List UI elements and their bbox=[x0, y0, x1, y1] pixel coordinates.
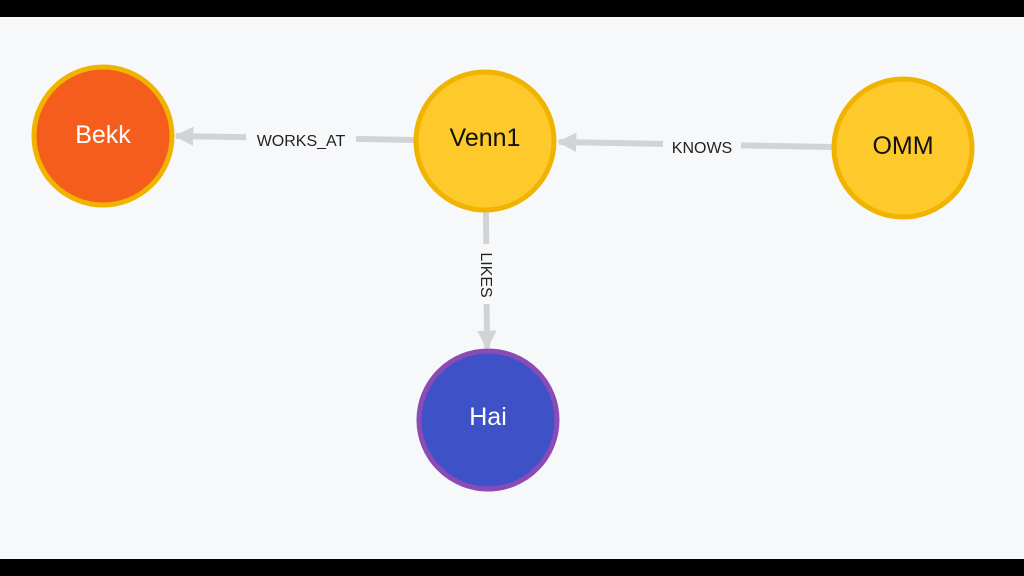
node-label-omm: OMM bbox=[872, 132, 933, 160]
node-venn1[interactable]: Venn1 bbox=[413, 69, 557, 213]
node-circle-venn1 bbox=[413, 69, 557, 213]
node-circle-bekk bbox=[31, 64, 175, 208]
node-label-bekk: Bekk bbox=[75, 121, 131, 149]
edge-label-bg bbox=[663, 135, 741, 157]
edge-works-at[interactable]: WORKS_AT bbox=[174, 126, 415, 150]
edge-label-bg bbox=[474, 244, 500, 304]
node-hai[interactable]: Hai bbox=[416, 348, 560, 492]
node-label-venn1: Venn1 bbox=[450, 124, 521, 152]
edge-label-likes: LIKES bbox=[477, 252, 494, 297]
edge-label-works-at: WORKS_AT bbox=[257, 133, 346, 150]
node-circle-hai bbox=[416, 348, 560, 492]
node-omm[interactable]: OMM bbox=[831, 76, 975, 220]
node-circle-omm bbox=[831, 76, 975, 220]
edge-knows[interactable]: KNOWS bbox=[557, 132, 833, 157]
node-label-hai: Hai bbox=[469, 403, 507, 431]
edge-likes[interactable]: LIKES bbox=[474, 211, 500, 350]
letterbox-bottom bbox=[0, 559, 1024, 576]
letterbox-top bbox=[0, 0, 1024, 17]
node-bekk[interactable]: Bekk bbox=[31, 64, 175, 208]
edge-label-knows: KNOWS bbox=[672, 140, 732, 157]
edge-label-bg bbox=[246, 128, 356, 150]
